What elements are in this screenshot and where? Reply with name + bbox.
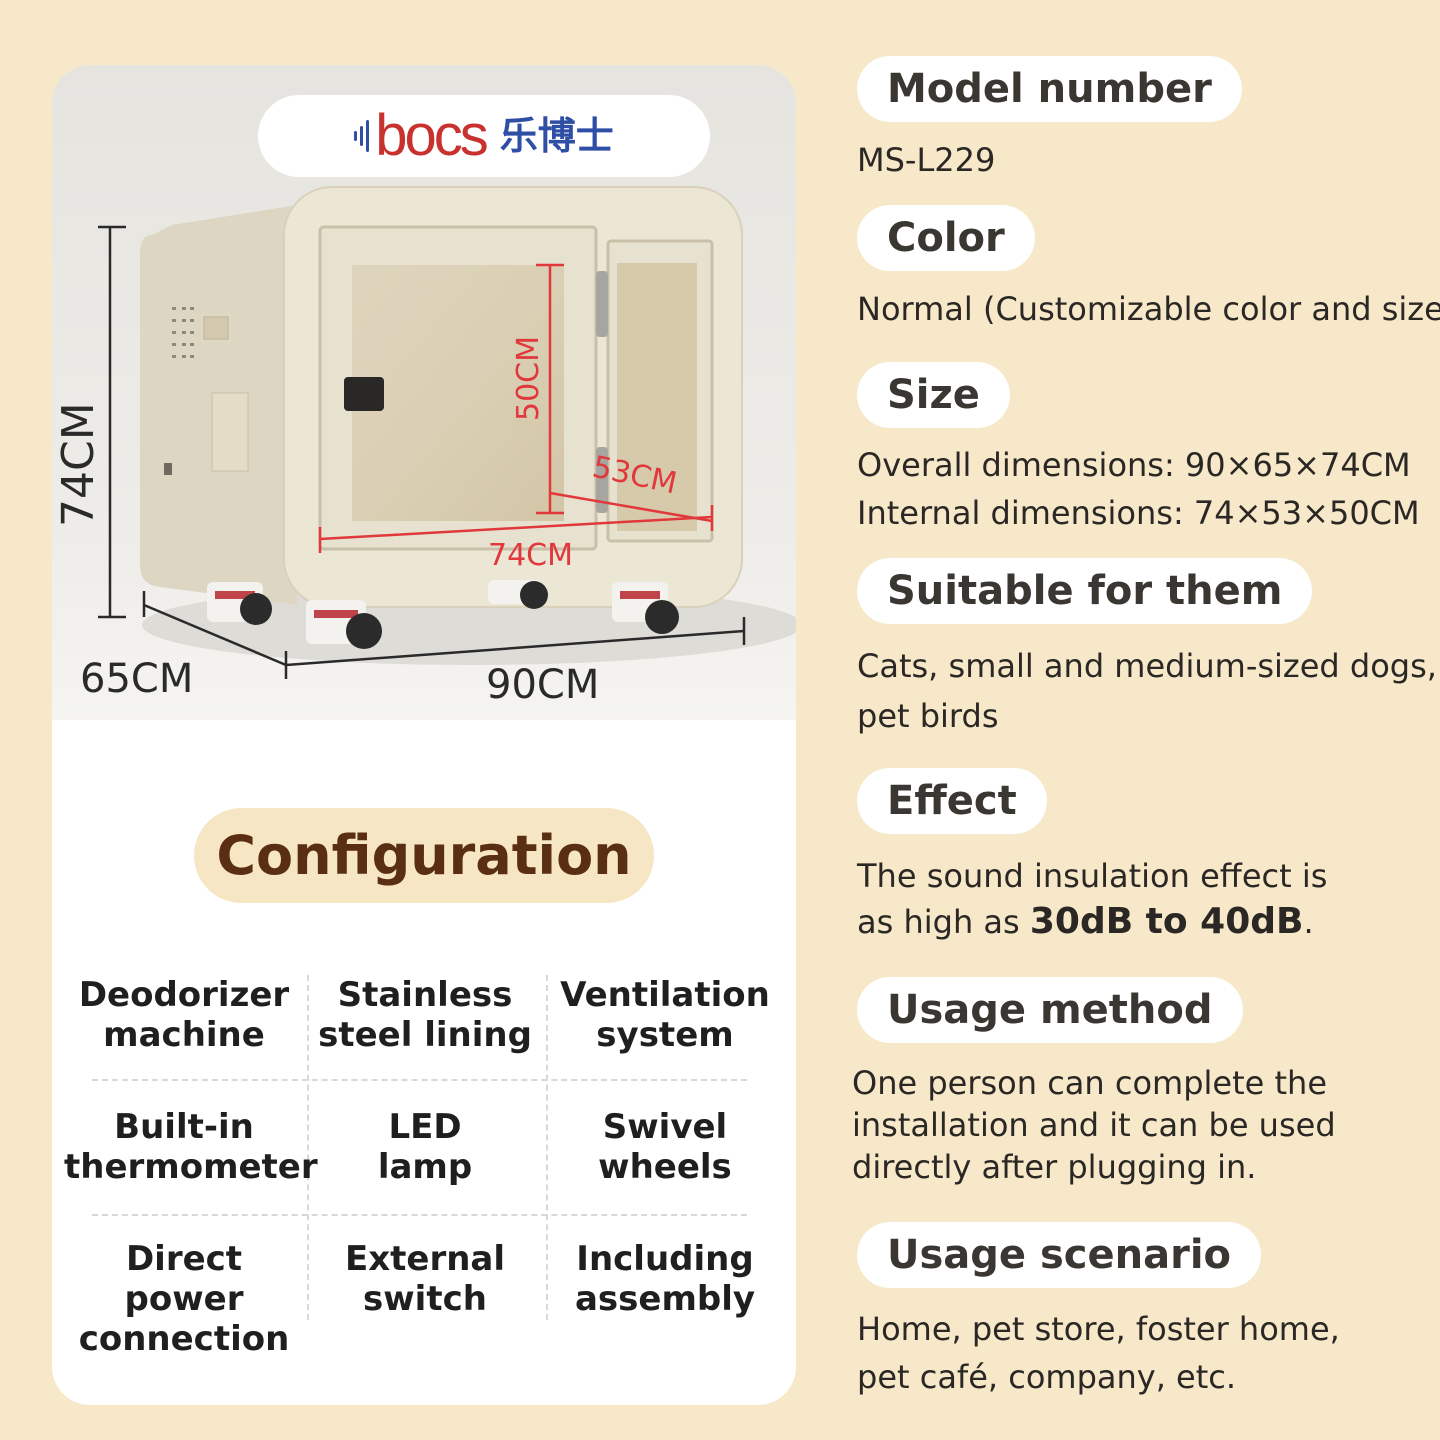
spec-value-effect-2: as high as 30dB to 40dB. xyxy=(857,901,1314,942)
wheel xyxy=(612,582,679,634)
spec-label-size: Size xyxy=(857,362,1010,428)
inner-height-label: 50CM xyxy=(511,335,546,421)
spec-value-usage-method-1: One person can complete the xyxy=(852,1064,1327,1102)
spec-label-effect: Effect xyxy=(857,768,1047,834)
product-card: bocs 乐博士 74CM 65CM 90CM 50CM 53CM 74CM C… xyxy=(52,65,796,1405)
spec-value-color: Normal (Customizable color and size) xyxy=(857,290,1440,328)
spec-label-suitable: Suitable for them xyxy=(857,558,1313,624)
inner-width-label: 74CM xyxy=(488,538,574,573)
spec-value-suitable-1: Cats, small and medium-sized dogs, xyxy=(857,647,1437,685)
wheel xyxy=(306,600,382,649)
outer-height-label: 74CM xyxy=(53,402,104,527)
spec-label-model: Model number xyxy=(857,56,1242,122)
wheel xyxy=(207,582,272,625)
spec-value-usage-scenario-1: Home, pet store, foster home, xyxy=(857,1310,1340,1348)
spec-label-color: Color xyxy=(857,205,1035,271)
spec-label-usage-scenario: Usage scenario xyxy=(857,1222,1262,1288)
spec-value-usage-scenario-2: pet café, company, etc. xyxy=(857,1358,1237,1396)
spec-value-size-overall: Overall dimensions: 90×65×74CM xyxy=(857,446,1411,484)
pet-cabinet-illustration xyxy=(98,186,796,679)
spec-value-usage-method-2: installation and it can be used xyxy=(852,1106,1336,1144)
outer-depth-label: 65CM xyxy=(80,656,194,702)
product-image-area: bocs 乐博士 74CM 65CM 90CM 50CM 53CM 74CM xyxy=(52,65,796,720)
brand-wordmark: bocs xyxy=(375,103,489,168)
configuration-title-pill: Configuration xyxy=(194,808,654,903)
outer-width-label: 90CM xyxy=(486,662,600,708)
spec-value-suitable-2: pet birds xyxy=(857,697,999,735)
spec-value-size-internal: Internal dimensions: 74×53×50CM xyxy=(857,494,1420,532)
brand-logo: bocs 乐博士 xyxy=(258,95,710,177)
effect-db-range: 30dB to 40dB xyxy=(1029,901,1304,942)
spec-value-model: MS-L229 xyxy=(857,141,996,179)
spec-value-effect-1: The sound insulation effect is xyxy=(857,857,1328,895)
brand-chinese-name: 乐博士 xyxy=(499,114,614,158)
spec-label-usage-method: Usage method xyxy=(857,977,1243,1043)
configuration-title: Configuration xyxy=(216,824,632,887)
sound-wave-icon xyxy=(354,116,370,156)
wheel xyxy=(488,580,548,609)
spec-value-usage-method-3: directly after plugging in. xyxy=(852,1148,1257,1186)
